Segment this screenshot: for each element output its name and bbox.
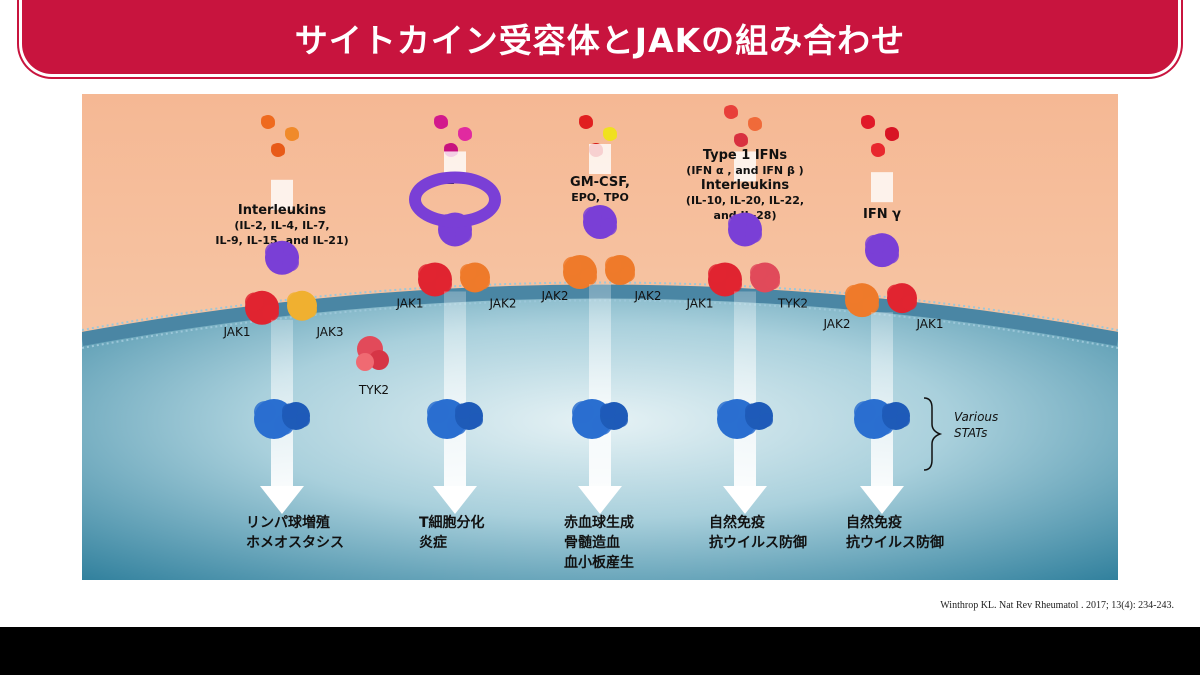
stat-protein — [600, 402, 628, 430]
ligand-label: (IL-2, IL-4, IL-7, — [234, 219, 329, 232]
receptor-ring — [409, 171, 501, 228]
ligand-molecule — [748, 117, 762, 131]
outcome-label: ホメオスタシス — [246, 535, 344, 551]
arrow-head — [723, 486, 767, 514]
signal-arrow-lower — [734, 291, 756, 489]
stat-protein — [455, 402, 483, 430]
jak-left-label: JAK2 — [540, 289, 568, 303]
ligand-molecule — [579, 115, 593, 129]
outcome-label: 抗ウイルス防御 — [846, 534, 944, 551]
receptor-protein — [265, 240, 299, 275]
jak-left-protein — [245, 290, 279, 325]
signal-arrow-lower — [589, 284, 611, 489]
signal-arrow-upper — [589, 144, 611, 174]
signal-arrow-upper — [271, 179, 293, 210]
citation: Winthrop KL. Nat Rev Rheumatol . 2017; 1… — [940, 600, 1174, 611]
ligand-label: Interleukins — [701, 178, 789, 193]
ligand-molecule — [871, 143, 885, 157]
outcome-label: 赤血球生成 — [564, 514, 634, 531]
jak-left-label: JAK1 — [685, 296, 713, 310]
jak-right-protein — [287, 290, 317, 321]
ligand-molecule — [458, 127, 472, 141]
arrow-head — [433, 486, 477, 514]
outcome-label: 自然免疫 — [709, 514, 765, 531]
outcome-label: 抗ウイルス防御 — [709, 534, 807, 551]
ligand-molecule — [603, 127, 617, 141]
ligand-label: IL-9, IL-15, and IL-21) — [215, 234, 348, 247]
signal-column-1: Interleukins(IL-2, IL-4, IL-7, IL-9, IL-1… — [215, 115, 349, 551]
signal-arrow-lower — [871, 312, 893, 489]
jak-right-label: JAK2 — [633, 289, 661, 303]
signal-arrow-upper — [871, 172, 893, 203]
ligand-molecule — [861, 115, 875, 129]
ligand-label: IFN γ — [863, 207, 901, 222]
ligand-label: GM-CSF, — [570, 175, 630, 190]
jak-right-label: TYK2 — [777, 296, 808, 310]
jak-left-protein — [708, 262, 742, 297]
slide-title: サイトカイン受容体とJAKの組み合わせ — [294, 21, 906, 60]
stat-protein — [882, 402, 910, 430]
signal-arrow-lower — [444, 291, 466, 489]
title-banner: サイトカイン受容体とJAKの組み合わせ — [22, 0, 1178, 74]
ligand-molecule — [724, 105, 738, 119]
columns-layer: Interleukins(IL-2, IL-4, IL-7,IL-9, IL-1… — [215, 105, 944, 571]
outcome-label: 炎症 — [419, 534, 447, 551]
jak-left-label: JAK1 — [395, 296, 423, 310]
jak-stat-diagram: Interleukins(IL-2, IL-4, IL-7,IL-9, IL-1… — [82, 94, 1118, 580]
jak-right-label: JAK3 — [315, 325, 343, 339]
footer-bar — [0, 627, 1200, 675]
jak-right-protein — [605, 255, 635, 285]
signal-column-4: Type 1 IFNs(IFN α , and IFN β )Interleuk… — [685, 105, 808, 551]
diagram-canvas: Interleukins(IL-2, IL-4, IL-7,IL-9, IL-1… — [82, 94, 1118, 580]
stat-protein — [282, 402, 310, 430]
arrow-head — [260, 486, 304, 514]
jak-right-protein — [460, 262, 490, 293]
signal-arrow-upper — [734, 151, 756, 182]
tyk2-protein — [356, 336, 389, 371]
jak-right-protein — [750, 262, 780, 293]
outcome-label: リンパ球増殖 — [246, 514, 330, 531]
jak-left-protein — [418, 262, 452, 297]
ligand-molecule — [734, 133, 748, 147]
stat-protein — [745, 402, 773, 430]
stats-label-line1: Various — [954, 410, 998, 424]
jak-right-label: JAK1 — [915, 317, 943, 331]
outcome-label: T細胞分化 — [419, 514, 485, 531]
ligand-molecule — [271, 143, 285, 157]
ligand-molecule — [434, 115, 448, 129]
jak-left-label: JAK2 — [822, 317, 850, 331]
stats-label-line2: STATs — [954, 426, 987, 440]
ligand-molecule — [285, 127, 299, 141]
arrow-head — [578, 486, 622, 514]
jak-left-protein — [845, 283, 879, 318]
receptor-protein — [728, 212, 762, 247]
tyk2-label: TYK2 — [358, 383, 389, 397]
jak-right-label: JAK2 — [488, 296, 516, 310]
jak-right-protein — [887, 283, 917, 314]
receptor-protein — [865, 233, 899, 268]
outcome-label: 自然免疫 — [846, 514, 902, 531]
arrow-head — [860, 486, 904, 514]
outcome-label: 血小板産生 — [564, 554, 634, 571]
ligand-molecule — [261, 115, 275, 129]
ligand-molecule — [885, 127, 899, 141]
outcome-label: 骨髄造血 — [564, 534, 620, 551]
ligand-label: (IL-10, IL-20, IL-22, — [686, 194, 804, 207]
jak-left-label: JAK1 — [222, 325, 250, 339]
stats-brace — [923, 397, 943, 471]
receptor-protein — [583, 205, 617, 239]
ligand-label: EPO, TPO — [571, 191, 629, 204]
jak-left-protein — [563, 255, 597, 289]
ligand-label: (IFN α , and IFN β ) — [686, 164, 803, 177]
ligand-label: Interleukins — [238, 203, 326, 218]
ligand-label: Type 1 IFNs — [703, 148, 788, 163]
